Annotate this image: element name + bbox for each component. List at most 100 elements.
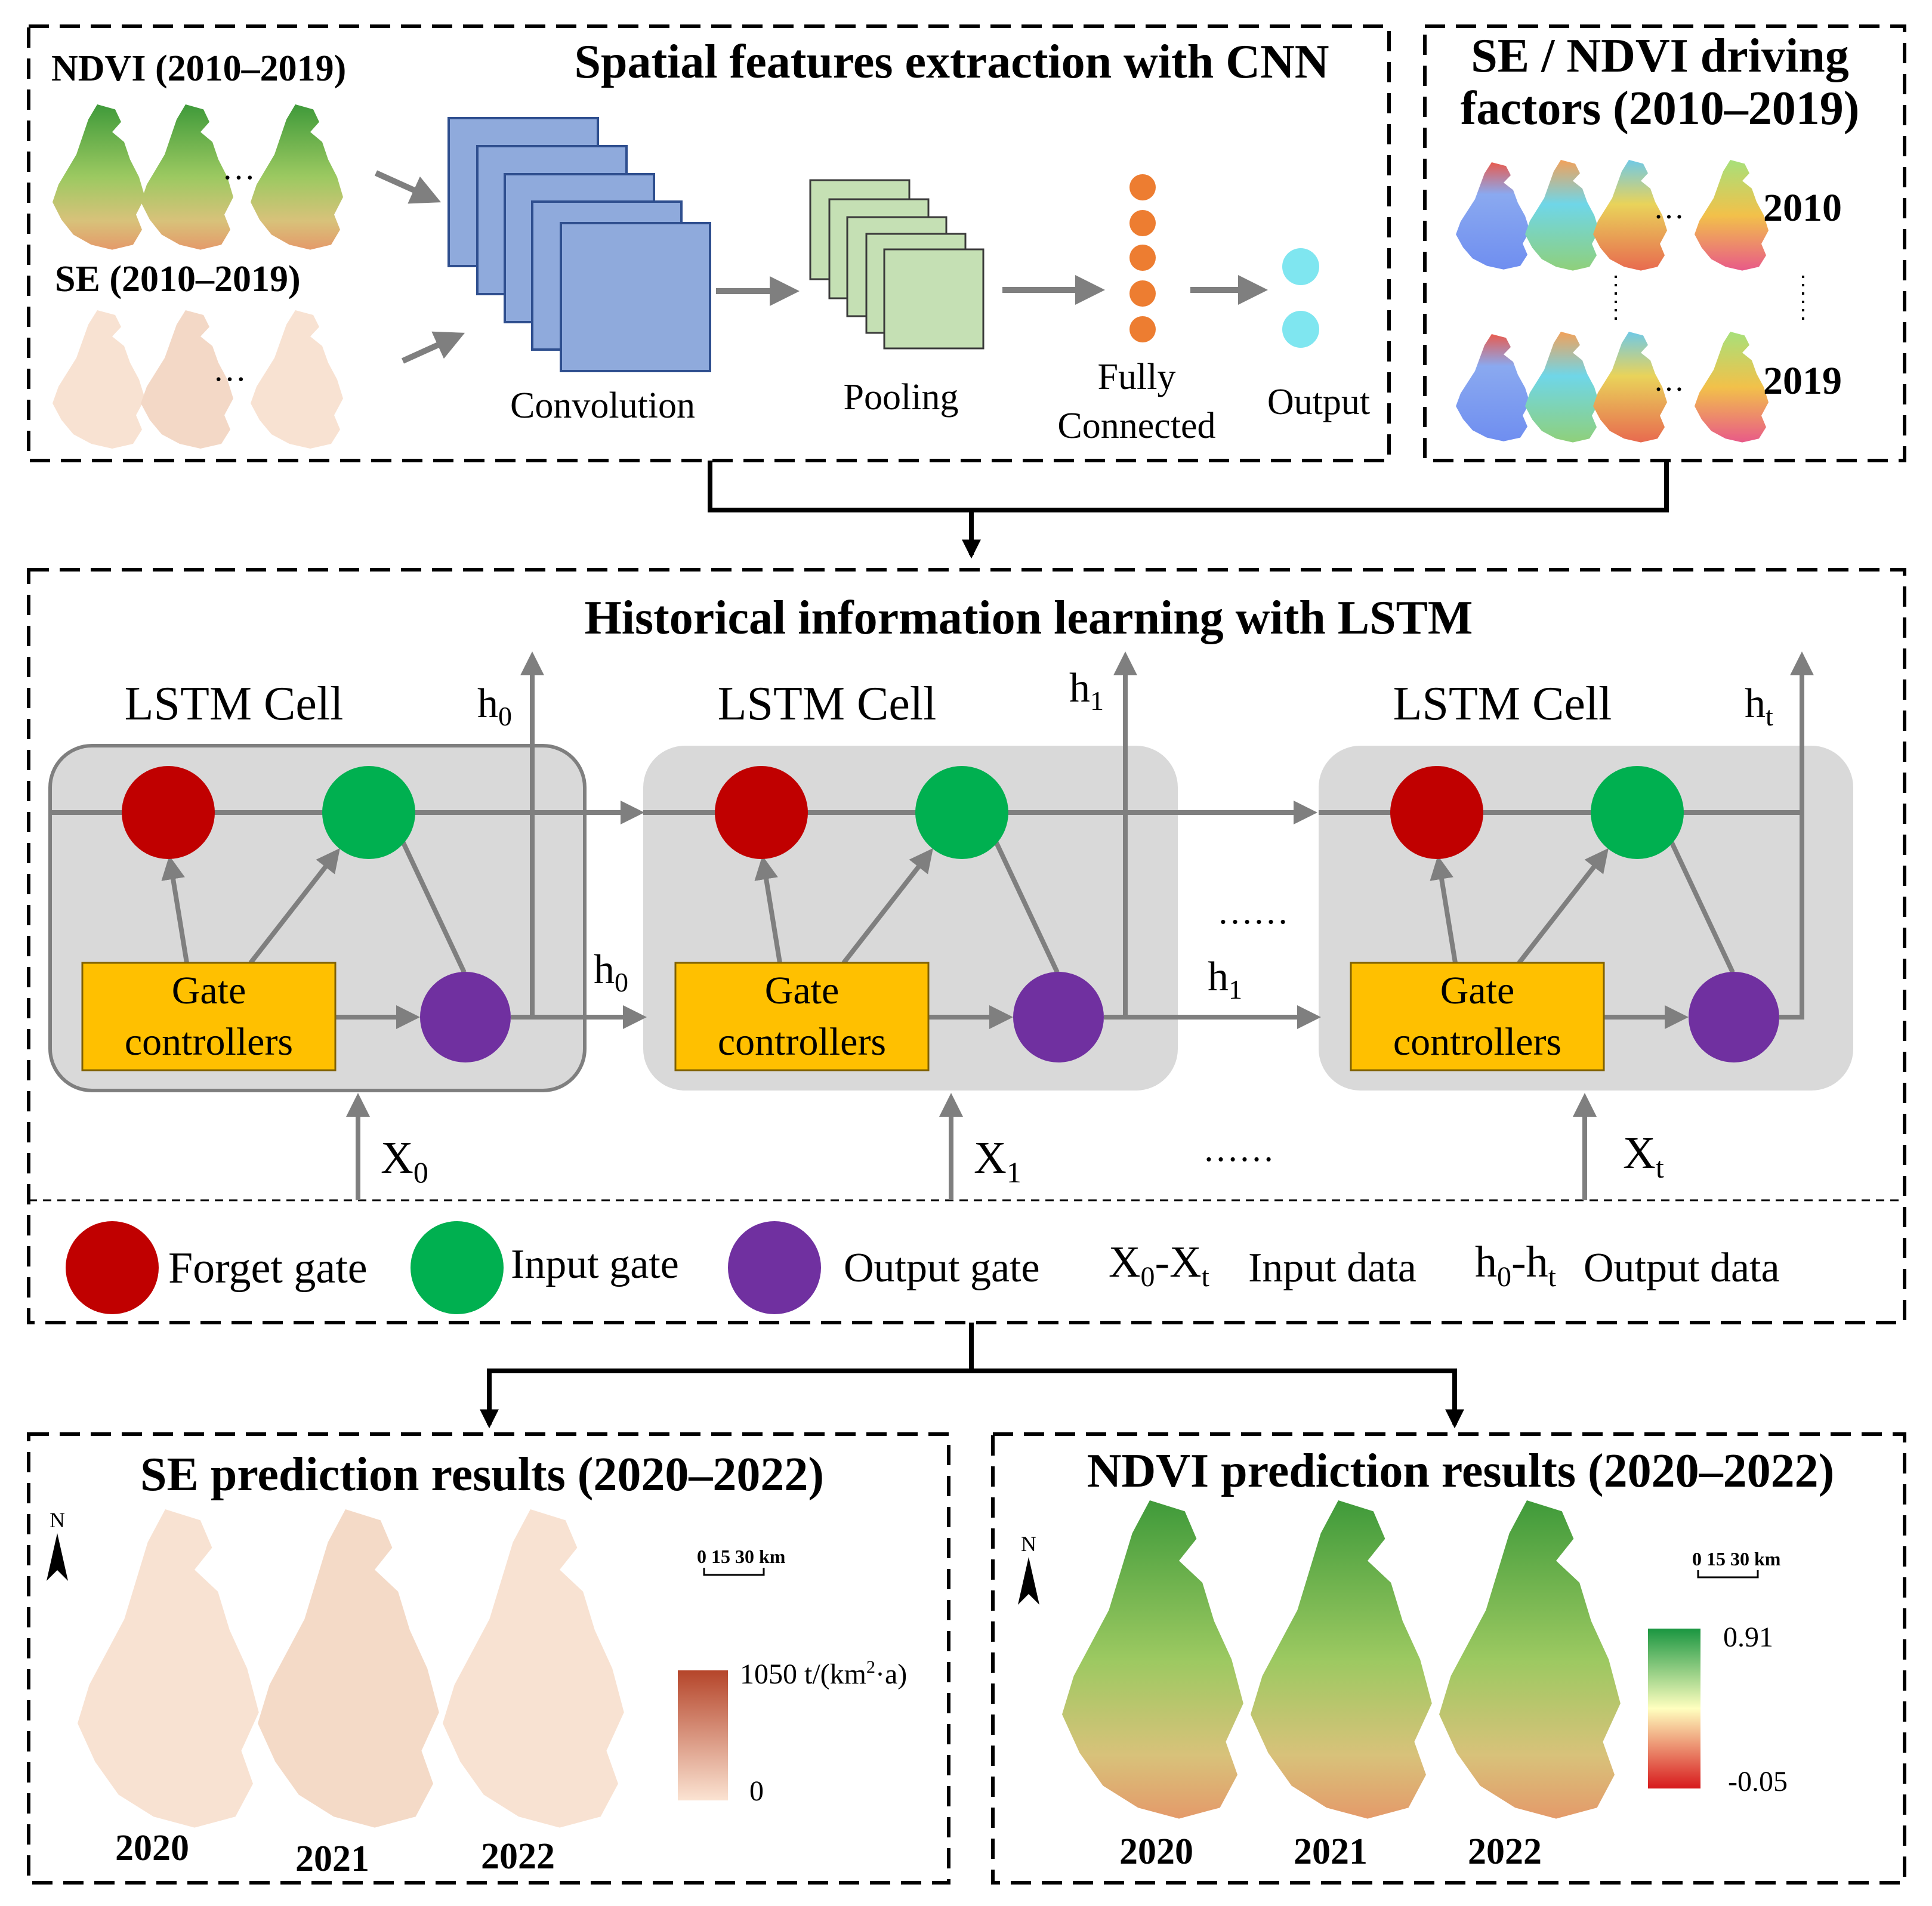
fully-connected-nodes: [1129, 174, 1156, 342]
se-map-thumb: [251, 310, 343, 449]
north-arrow-icon: N: [1018, 1532, 1039, 1605]
output-nodes: [1282, 248, 1319, 348]
input-gate-node: [915, 766, 1008, 859]
output-gate-node: [1689, 972, 1779, 1062]
factor-ellipsis-2010: …: [1653, 191, 1684, 225]
forget-gate-node: [715, 766, 808, 859]
se-ellipsis: …: [213, 351, 246, 388]
lstm-cell-1-internals: Gate controllers: [643, 651, 1321, 1071]
ndvi-panel-border: [991, 1432, 1906, 1885]
ndvi-map-2020: [1062, 1500, 1243, 1819]
h1-top-label: h1: [1069, 665, 1104, 716]
ndvi-scale-label: 0 15 30 km: [1692, 1548, 1781, 1570]
pooling-stack: [809, 179, 984, 350]
ndvi-legend-min: -0.05: [1728, 1766, 1788, 1797]
connector-bottom: [480, 1323, 1464, 1429]
ndvi-input-maps: …: [53, 104, 343, 250]
cnn-panel: Spatial features extraction with CNN NDV…: [27, 24, 1391, 462]
ht-top-label: ht: [1745, 681, 1773, 731]
se-map-thumb: [53, 310, 145, 449]
north-arrow-icon: N: [47, 1508, 68, 1581]
factor-year-2019: 2019: [1763, 359, 1842, 403]
ndvi-year-2022: 2022: [1468, 1831, 1542, 1872]
factor-maps-2010: [1456, 160, 1769, 271]
legend-h-range: h0-ht: [1475, 1238, 1557, 1293]
output-gate-node: [1013, 972, 1104, 1062]
output-label: Output: [1267, 382, 1370, 422]
ndvi-year-2021: 2021: [1294, 1831, 1368, 1872]
h0-top-label: h0: [477, 681, 512, 731]
output-gate-node: [420, 972, 511, 1062]
convolution-stack: [447, 117, 711, 372]
lstm-cell-0-label: LSTM Cell: [125, 678, 344, 730]
factor-maps-2019: [1456, 332, 1769, 443]
ndvi-map-2021: [1251, 1500, 1432, 1819]
ndvi-results-panel: NDVI prediction results (2020–2022) N 20…: [991, 1432, 1906, 1885]
pooling-label: Pooling: [844, 377, 959, 418]
se-map-2022: [443, 1509, 624, 1828]
se-input-label: SE (2010–2019): [55, 259, 301, 299]
ndvi-map-thumb: [53, 104, 145, 250]
lstm-cell-0-internals: Gate controllers: [50, 651, 647, 1071]
se-scale-label: 0 15 30 km: [697, 1546, 786, 1567]
legend-forget-label: Forget gate: [168, 1244, 368, 1293]
legend-output-swatch: [728, 1221, 821, 1314]
cnn-title: Spatial features extraction with CNN: [574, 36, 1329, 88]
legend-x-range: X0-Xt: [1109, 1238, 1210, 1293]
gate-controllers-box: [1350, 962, 1605, 1071]
se-year-2020: 2020: [115, 1828, 189, 1868]
lstm-title: Historical information learning with LST…: [585, 592, 1473, 644]
input-gate-node: [1591, 766, 1684, 859]
lstm-cell-t-internals: Gate controllers: [1319, 651, 1814, 1071]
legend-input-swatch: [411, 1221, 504, 1314]
legend-output-data: Output data: [1584, 1245, 1780, 1291]
arrow-se-to-conv: [401, 331, 465, 364]
x0-label: X0: [381, 1133, 428, 1189]
ndvi-input-label: NDVI (2010–2019): [51, 48, 346, 89]
factor-ellipsis-2019: …: [1653, 364, 1684, 398]
legend-output-label: Output gate: [844, 1245, 1040, 1291]
legend-input-data: Input data: [1248, 1245, 1416, 1291]
cell-continuation-dots: ……: [1217, 892, 1289, 931]
x1-label: X1: [974, 1133, 1021, 1189]
ndvi-map-thumb: [141, 104, 233, 250]
lstm-cell-1-label: LSTM Cell: [718, 678, 937, 730]
ndvi-legend-ramp: [1648, 1629, 1700, 1788]
input-gate-node: [322, 766, 415, 859]
factor-year-2010: 2010: [1763, 186, 1842, 230]
se-color-legend: 1050 t/(km2·a) 0: [678, 1657, 907, 1807]
gate-controllers-label-1: Gate: [765, 969, 840, 1012]
forget-gate-node: [1390, 766, 1483, 859]
ndvi-map-2022: [1439, 1500, 1621, 1819]
ndvi-scale-bar: 0 15 30 km: [1692, 1548, 1781, 1578]
se-panel-border: [27, 1432, 950, 1885]
ndvi-map-thumb: [251, 104, 343, 250]
fully-connected-label-1: Fully: [1098, 357, 1176, 397]
se-legend-ramp: [678, 1670, 728, 1800]
gate-controllers-box: [674, 962, 930, 1071]
connector-top: [708, 461, 1669, 559]
gate-controllers-label-1: Gate: [1440, 969, 1515, 1012]
input-continuation-dots: ……: [1203, 1129, 1274, 1169]
se-results-panel: SE prediction results (2020–2022) N 2020…: [27, 1432, 950, 1885]
factors-title-line1: SE / NDVI driving: [1471, 30, 1848, 82]
se-input-maps: …: [53, 310, 343, 449]
h0-mid-label: h0: [594, 947, 628, 997]
lstm-legend: Forget gate Input gate Output gate X0-Xt…: [66, 1221, 1780, 1314]
se-legend-max: 1050 t/(km2·a): [740, 1657, 907, 1690]
factors-title-line2: factors (2010–2019): [1461, 82, 1860, 135]
arrow-ndvi-to-conv: [374, 170, 442, 204]
north-label: N: [1021, 1532, 1036, 1556]
se-year-2021: 2021: [295, 1839, 369, 1879]
gate-controllers-label-2: controllers: [125, 1020, 293, 1064]
legend-input-label: Input gate: [511, 1241, 679, 1287]
lstm-panel: Historical information learning with LST…: [27, 568, 1906, 1324]
ndvi-year-2020: 2020: [1119, 1831, 1193, 1872]
h1-mid-label: h1: [1208, 954, 1242, 1005]
se-scale-bar: 0 15 30 km: [697, 1546, 786, 1576]
gate-controllers-label-2: controllers: [718, 1020, 886, 1064]
north-label: N: [50, 1508, 65, 1532]
se-legend-min: 0: [749, 1775, 764, 1807]
legend-forget-swatch: [66, 1221, 159, 1314]
